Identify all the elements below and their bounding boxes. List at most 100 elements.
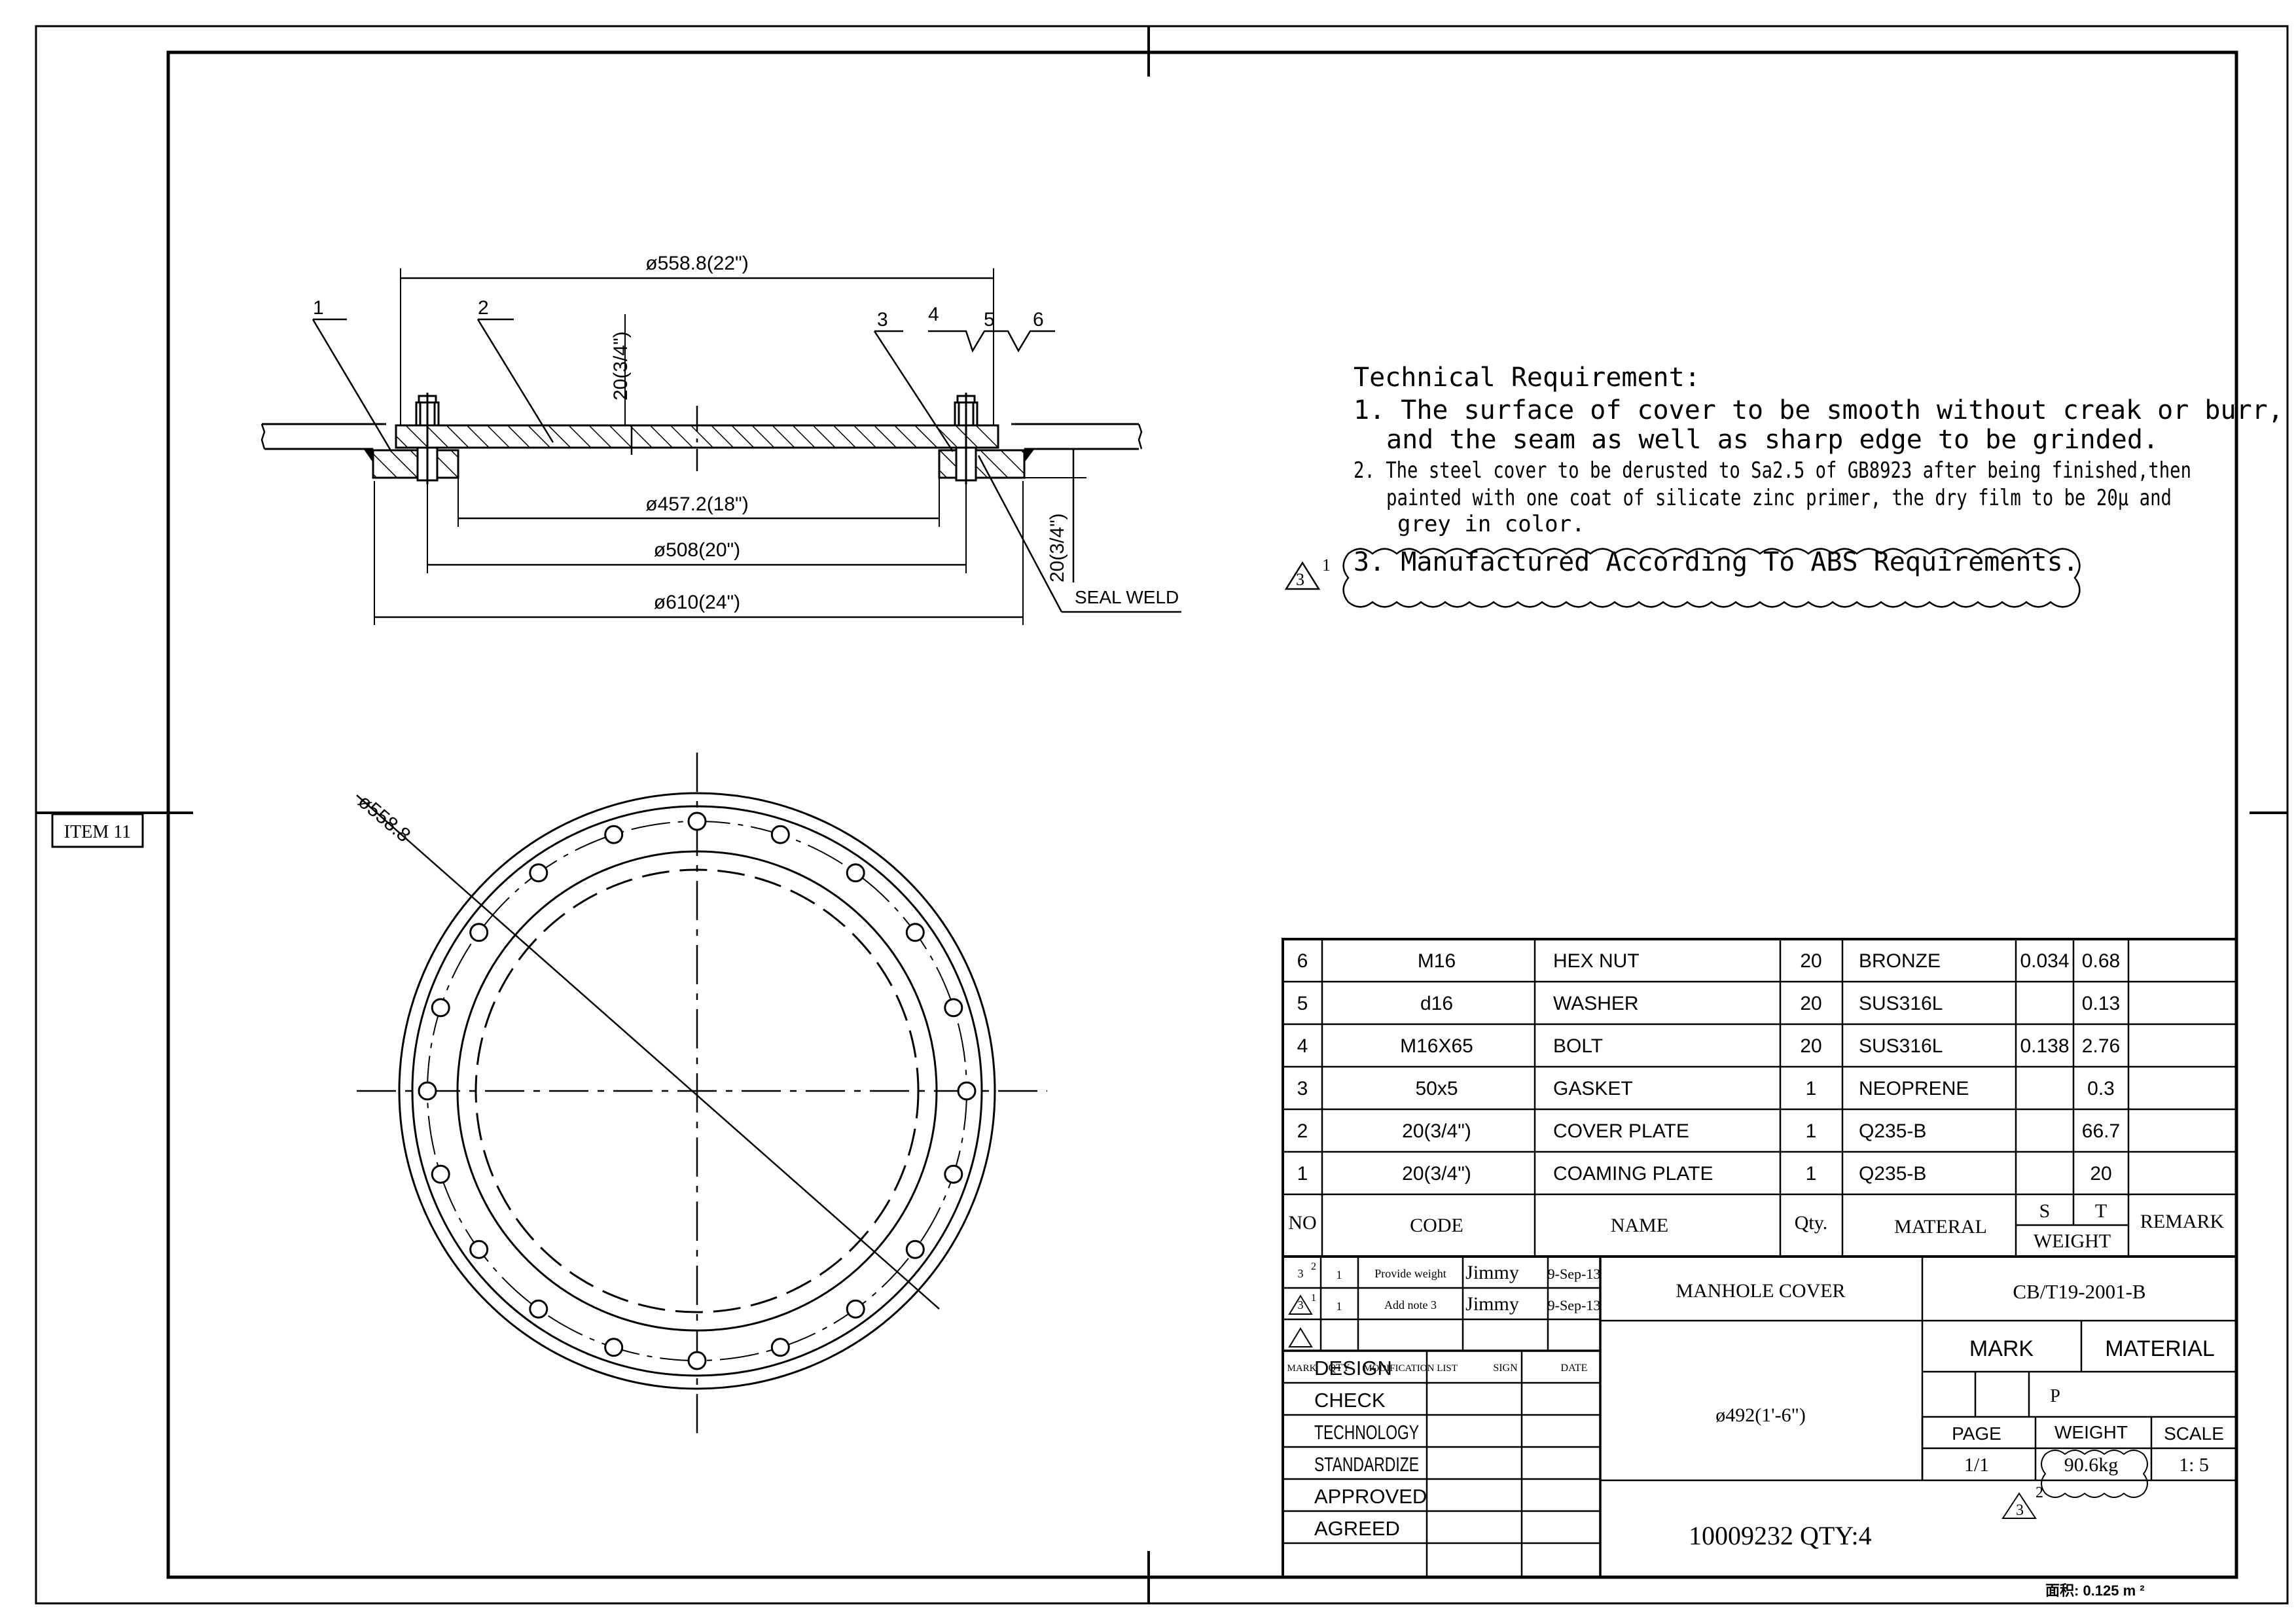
rev-mark-note3: 3 xyxy=(1296,570,1304,589)
rev-header-list: MODIFICATION LIST xyxy=(1363,1363,1458,1374)
revision-date: 9-Sep-13 xyxy=(1548,1297,1601,1313)
bom-header-material: MATERAL xyxy=(1894,1216,1987,1238)
tech-line1: 1. The surface of cover to be smooth wit… xyxy=(1354,395,2284,425)
bom-cell-name: HEX NUT xyxy=(1553,950,1640,972)
bom-cell-code: 20(3/4") xyxy=(1402,1163,1471,1185)
centering-marks xyxy=(36,26,2287,1603)
bom-cell-single: 0.034 xyxy=(2020,950,2069,972)
weight-label: WEIGHT xyxy=(2054,1422,2128,1442)
bolt-hole xyxy=(431,998,450,1018)
tech-line1b: and the seam as well as sharp edge to be… xyxy=(1386,425,2159,455)
bolt-left xyxy=(415,393,440,484)
bolt-hole xyxy=(431,1164,450,1184)
section-labels: ø558.8(22") ø457.2(18") ø508(20") ø610(2… xyxy=(313,253,1179,613)
bom-cell-qty: 1 xyxy=(1806,1163,1817,1185)
bolt-hole xyxy=(687,1351,707,1370)
p-label: P xyxy=(2050,1386,2060,1406)
tech-title: Technical Requirement: xyxy=(1354,363,1700,393)
bolt-hole xyxy=(687,812,707,831)
dim-thk-right: 20(3/4") xyxy=(1047,513,1068,582)
bom-cell-qty: 1 xyxy=(1806,1078,1817,1099)
bolt-hole xyxy=(846,1299,865,1319)
revision-sign: Jimmy xyxy=(1465,1293,1519,1315)
standard-no: CB/T19-2001-B xyxy=(2013,1280,2145,1303)
bom-cell-no: 6 xyxy=(1297,950,1308,972)
bom-header-remark: REMARK xyxy=(2140,1211,2225,1232)
rev-num-note3: 1 xyxy=(1322,556,1331,575)
weight-value: 90.6kg xyxy=(2064,1454,2119,1476)
rev-header-sign: SIGN xyxy=(1493,1363,1518,1374)
balloon-3: 3 xyxy=(877,309,888,330)
bolt-hole xyxy=(469,1240,489,1259)
page-value: 1/1 xyxy=(1964,1454,1989,1476)
material-label: MATERIAL xyxy=(2105,1336,2215,1361)
bolt-hole xyxy=(529,863,548,883)
tech-line3: 3. Manufactured According To ABS Require… xyxy=(1354,547,2079,577)
bolt-hole xyxy=(944,1164,963,1184)
bom-cell-material: Q235-B xyxy=(1859,1163,1926,1185)
revision-qty: 1 xyxy=(1336,1268,1342,1281)
bom-cell-name: COAMING PLATE xyxy=(1553,1163,1713,1185)
title-block xyxy=(1282,1255,2238,1578)
weight-rev-num: 2 xyxy=(2036,1484,2043,1501)
technical-requirements: Technical Requirement: 1. The surface of… xyxy=(1354,363,2284,577)
bom-cell-total: 66.7 xyxy=(2082,1120,2120,1142)
revision-header: MARK QTY MODIFICATION LIST SIGN DATE xyxy=(1287,1363,1587,1374)
revision-sign: Jimmy xyxy=(1465,1262,1519,1283)
part-no: 10009232 QTY:4 xyxy=(1689,1521,1872,1550)
outer-circle xyxy=(398,792,996,1390)
bom-header: NO CODE NAME Qty. MATERAL S T WEIGHT REM… xyxy=(1288,1200,2224,1252)
seal-weld-label: SEAL WELD xyxy=(1075,587,1179,607)
balloon-1: 1 xyxy=(313,297,324,319)
role-label: STANDARDIZE xyxy=(1314,1453,1419,1476)
bom-cell-qty: 20 xyxy=(1800,950,1821,972)
role-label: TECHNOLOGY xyxy=(1314,1421,1419,1444)
role-label: DESIGN xyxy=(1314,1357,1392,1380)
page-label: PAGE xyxy=(1952,1423,2001,1444)
bom-header-s: S xyxy=(2039,1200,2051,1222)
bolt-hole xyxy=(846,863,865,883)
revision-mark: 3 xyxy=(1298,1298,1304,1311)
bolt-hole xyxy=(418,1081,437,1101)
bolt-hole xyxy=(944,998,963,1018)
drawing-name: MANHOLE COVER xyxy=(1676,1280,1845,1302)
bom-cell-total: 0.3 xyxy=(2087,1078,2115,1099)
bolt-hole xyxy=(529,1299,548,1319)
bom-cell-single: 0.138 xyxy=(2020,1035,2069,1057)
role-label: APPROVED xyxy=(1314,1485,1427,1508)
revision-desc: Provide weight xyxy=(1374,1267,1446,1280)
bom-cell-no: 5 xyxy=(1297,993,1308,1014)
bolt-hole xyxy=(604,1338,624,1357)
title-texts: MANHOLE COVER CB/T19-2001-B ø492(1'-6") … xyxy=(1676,1280,2224,1550)
weight-rev-mark: 3 xyxy=(2016,1502,2024,1519)
item-tag-box xyxy=(51,813,144,848)
balloon-4: 4 xyxy=(928,304,939,325)
bom-cell-qty: 1 xyxy=(1806,1120,1817,1142)
bom-cell-total: 2.76 xyxy=(2082,1035,2120,1057)
revision-qty: 1 xyxy=(1336,1300,1342,1313)
bolt-hole xyxy=(905,1240,925,1259)
scale-label: SCALE xyxy=(2164,1423,2224,1444)
dim-457: ø457.2(18") xyxy=(645,493,748,515)
coaming-ring-left xyxy=(372,449,459,479)
bom-cell-no: 2 xyxy=(1297,1120,1308,1142)
bom-header-no: NO xyxy=(1288,1212,1316,1234)
bolt-hole xyxy=(905,923,925,942)
balloon-2: 2 xyxy=(478,297,489,319)
bolt-hole xyxy=(770,1338,790,1357)
bom-cell-material: SUS316L xyxy=(1859,1035,1943,1057)
bolt-hole xyxy=(469,923,489,942)
tech-line2b: painted with one coat of silicate zinc p… xyxy=(1386,485,2172,511)
bom-cell-name: GASKET xyxy=(1553,1078,1633,1099)
bom-cell-name: COVER PLATE xyxy=(1553,1120,1689,1142)
revision-desc: Add note 3 xyxy=(1384,1298,1437,1311)
plan-view xyxy=(356,753,1047,1433)
bom-cell-qty: 20 xyxy=(1800,1035,1821,1057)
scale-value: 1: 5 xyxy=(2179,1454,2209,1476)
bom-cell-no: 1 xyxy=(1297,1163,1308,1185)
tech-line2c: grey in color. xyxy=(1397,511,1585,537)
bom-cell-total: 20 xyxy=(2090,1163,2111,1185)
bom-cell-name: BOLT xyxy=(1553,1035,1603,1057)
bom-cell-total: 0.68 xyxy=(2082,950,2120,972)
